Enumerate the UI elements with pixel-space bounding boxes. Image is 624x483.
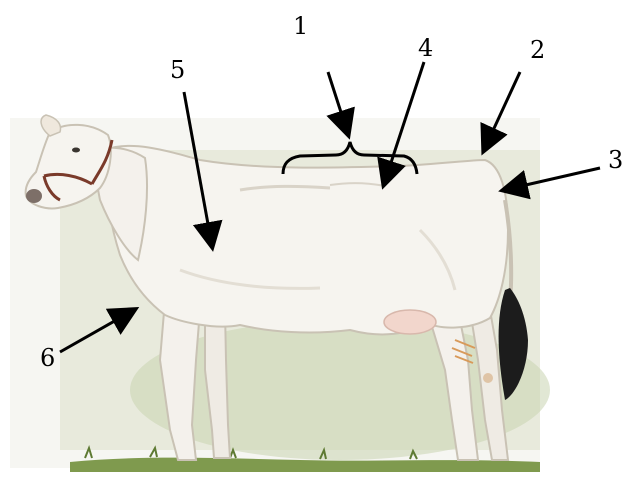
label-1: 1 — [293, 12, 308, 40]
label-3: 3 — [608, 146, 623, 174]
label-2: 2 — [530, 36, 545, 64]
cow-body — [105, 146, 508, 335]
udder — [384, 310, 436, 334]
cow-eye — [72, 148, 80, 153]
cow-muzzle — [26, 189, 42, 203]
label-5: 5 — [170, 56, 185, 84]
label-6: 6 — [40, 344, 55, 372]
label-4: 4 — [418, 34, 433, 62]
